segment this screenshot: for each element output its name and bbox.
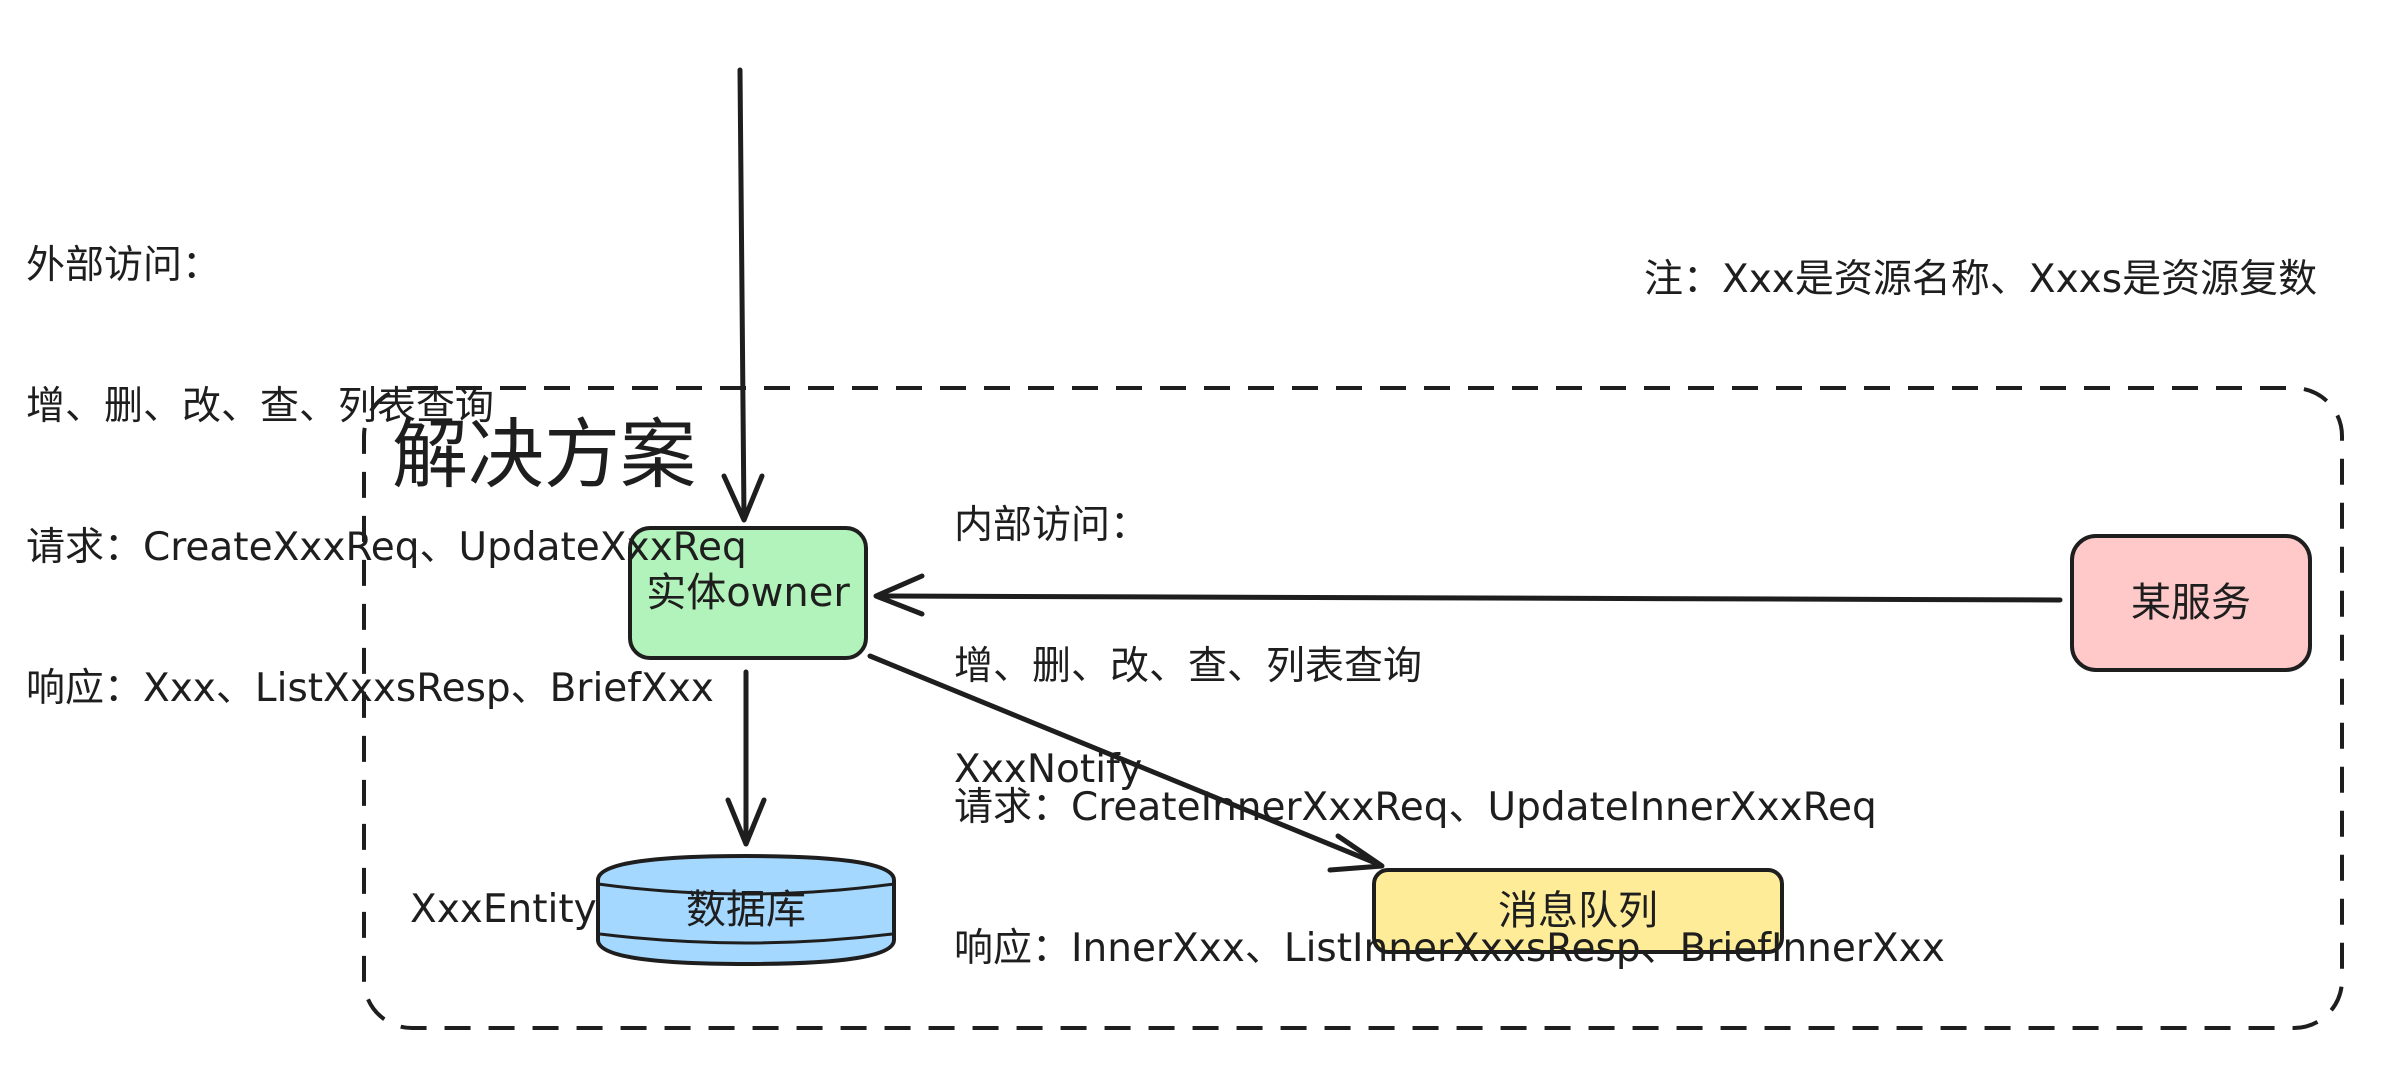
db-edge-label: XxxEntity	[410, 887, 597, 932]
internal-access-heading: 内部访问：	[954, 503, 1150, 548]
database-node[interactable]	[596, 853, 896, 967]
internal-access-request: 请求：CreateInnerXxxReq、UpdateInnerXxxReq	[954, 785, 1877, 830]
external-request-arrow	[737, 67, 747, 521]
mq-edge-label: XxxNotify	[954, 747, 1143, 792]
external-access-response: 响应：Xxx、ListXxxsResp、BriefXxx	[26, 666, 714, 711]
note-text: 注：Xxx是资源名称、Xxxs是资源复数	[1644, 257, 2318, 302]
notify-arrow	[867, 653, 1381, 867]
entity-owner-label: 实体owner	[646, 570, 850, 616]
internal-access-block: 内部访问： 增、删、改、查、列表查询 请求：CreateInnerXxxReq、…	[954, 408, 1945, 1019]
internal-access-response: 响应：InnerXxx、ListInnerXxxsResp、BriefInner…	[954, 926, 1945, 971]
internal-access-ops: 增、删、改、查、列表查询	[954, 644, 1423, 689]
external-access-ops: 增、删、改、查、列表查询	[26, 384, 495, 429]
internal-request-arrow	[877, 593, 2063, 603]
entity-owner-node[interactable]	[628, 526, 868, 660]
message-queue-node[interactable]	[1372, 868, 1784, 954]
solution-title: 解决方案	[392, 410, 696, 499]
external-access-heading: 外部访问：	[26, 243, 222, 288]
some-service-node[interactable]	[2070, 534, 2312, 672]
database-label: 数据库	[686, 887, 806, 933]
some-service-label: 某服务	[2131, 580, 2251, 626]
message-queue-label: 消息队列	[1498, 888, 1658, 934]
external-access-block: 外部访问： 增、删、改、查、列表查询 请求：CreateXxxReq、Updat…	[26, 148, 747, 759]
solution-boundary	[362, 386, 2344, 1030]
external-access-request: 请求：CreateXxxReq、UpdateXxxReq	[26, 525, 747, 570]
